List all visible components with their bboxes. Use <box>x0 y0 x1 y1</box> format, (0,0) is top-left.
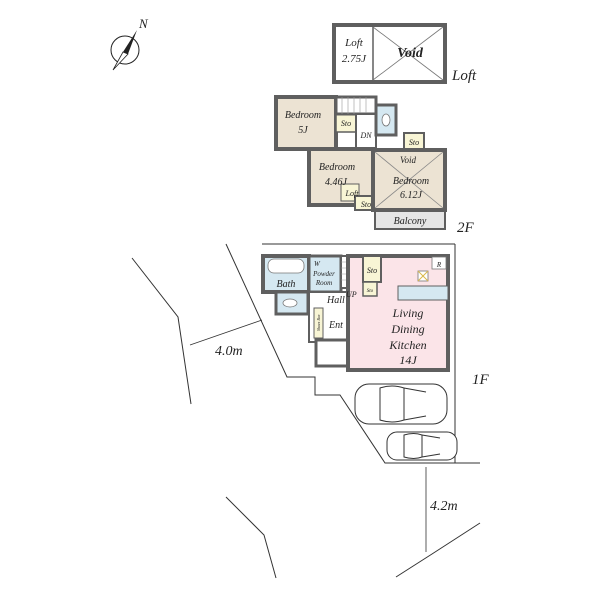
car-icon <box>386 431 458 461</box>
shoes-box-label: Shoes Box <box>316 314 321 331</box>
loft-room-label: Loft <box>344 37 364 49</box>
loft-room-size: 2.75J <box>342 53 367 65</box>
ldk-size: 14J <box>399 353 417 367</box>
loft-small-label: Loft <box>345 189 360 198</box>
ldk-label-1: Living <box>392 306 424 320</box>
loft-void-label: Void <box>397 46 424 61</box>
loft-floor: Loft 2.75J Void Loft <box>332 23 477 84</box>
r-label: R <box>436 261 442 269</box>
balcony-label: Balcony <box>394 216 427 227</box>
north-arrow-icon: N <box>110 16 149 71</box>
car-icon <box>354 383 448 425</box>
sto-label-3: Sto <box>361 200 371 209</box>
first-floor-label: 1F <box>472 372 490 388</box>
powder-label-1: Powder <box>312 270 335 278</box>
up-label: UP <box>346 290 357 299</box>
road-west-dimension: 4.0m <box>215 344 243 359</box>
sto-label-1f-2: Sto <box>367 289 374 294</box>
ldk-label-3: Kitchen <box>388 338 426 352</box>
ent-label: Ent <box>328 320 343 331</box>
road-south-dimension: 4.2m <box>430 499 458 514</box>
bedroom-a-label: Bedroom <box>285 110 321 121</box>
bedroom-b-size: 4.46J <box>325 177 348 188</box>
second-floor-label: 2F <box>457 220 475 236</box>
bath-label: Bath <box>277 279 296 290</box>
compass-label: N <box>138 16 149 31</box>
w-label: W <box>314 260 321 268</box>
loft-floor-label: Loft <box>451 68 477 84</box>
balcony <box>374 210 446 230</box>
powder-label-2: Room <box>315 279 332 287</box>
first-floor: W Powder Room Bath Sto Sto UP Hall Shoes… <box>261 254 490 388</box>
bedroom-c-size: 6.12J <box>400 190 423 201</box>
second-floor: Bedroom 5J Sto DN Sto Bedroom 4.46J Loft… <box>274 95 475 236</box>
site-boundary <box>131 243 481 579</box>
bedroom-a-size: 5J <box>298 125 308 136</box>
bedroom-5j <box>274 95 338 151</box>
ldk-label-2: Dining <box>390 322 424 336</box>
sto-label-1: Sto <box>341 119 351 128</box>
hall-label: Hall <box>326 295 345 306</box>
sto-label-1f-1: Sto <box>367 266 377 275</box>
void-label-2f: Void <box>400 155 417 165</box>
sto-label-2: Sto <box>409 138 419 147</box>
bedroom-c-label: Bedroom <box>393 176 429 187</box>
dn-label: DN <box>359 131 372 140</box>
bedroom-b-label: Bedroom <box>319 162 355 173</box>
